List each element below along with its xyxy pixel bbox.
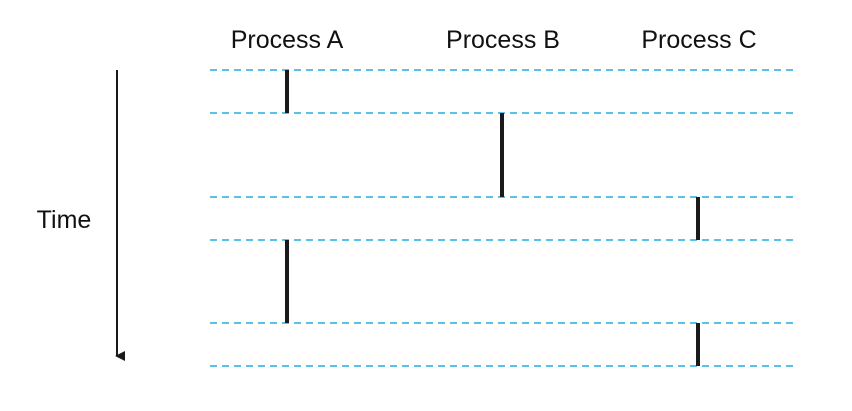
process-a-label: Process A (231, 26, 344, 54)
process-c-label: Process C (641, 26, 756, 54)
execution-segments (285, 70, 700, 366)
time-axis-label: Time (37, 206, 92, 234)
process-b-label: Process B (446, 26, 560, 54)
